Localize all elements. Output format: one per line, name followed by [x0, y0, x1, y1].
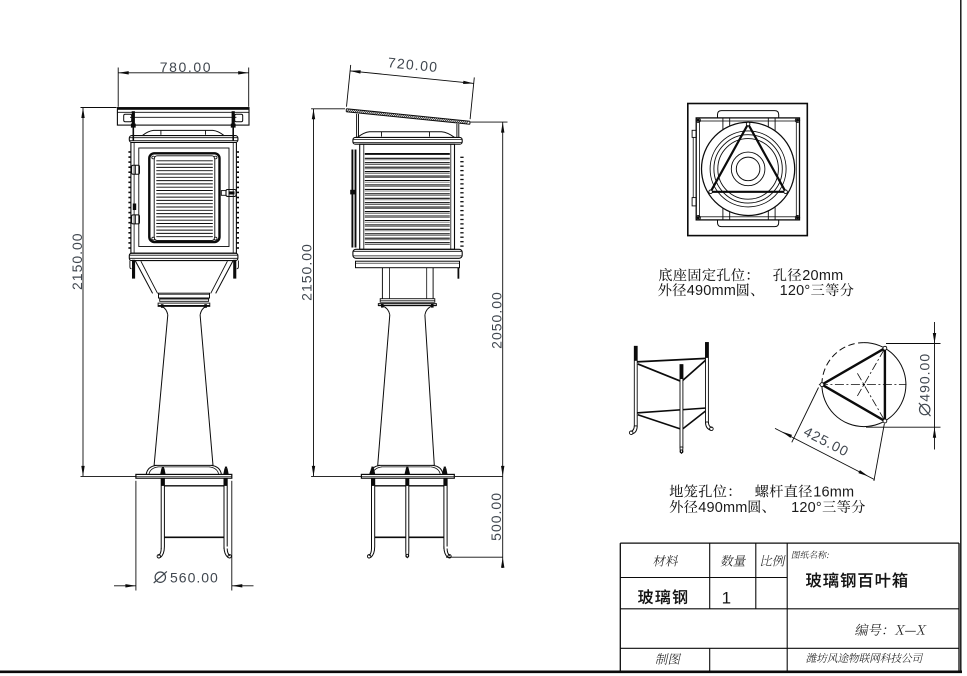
svg-text:120°: 120° [791, 500, 822, 516]
svg-text:490.00: 490.00 [917, 353, 933, 402]
svg-text:500.00: 500.00 [488, 492, 504, 541]
svg-text:560.00: 560.00 [170, 569, 219, 585]
svg-text:120°: 120° [780, 283, 811, 299]
svg-text:20mm: 20mm [802, 268, 843, 284]
svg-text:1: 1 [722, 588, 731, 607]
svg-text:2050.00: 2050.00 [488, 291, 504, 349]
svg-text:780.00: 780.00 [160, 59, 212, 75]
svg-text:2150.00: 2150.00 [69, 232, 85, 290]
svg-text:490mm: 490mm [687, 283, 736, 299]
svg-text:2150.00: 2150.00 [299, 243, 315, 301]
svg-text:16mm: 16mm [813, 484, 854, 500]
svg-text:490mm: 490mm [698, 500, 747, 516]
svg-text:720.00: 720.00 [387, 54, 439, 75]
